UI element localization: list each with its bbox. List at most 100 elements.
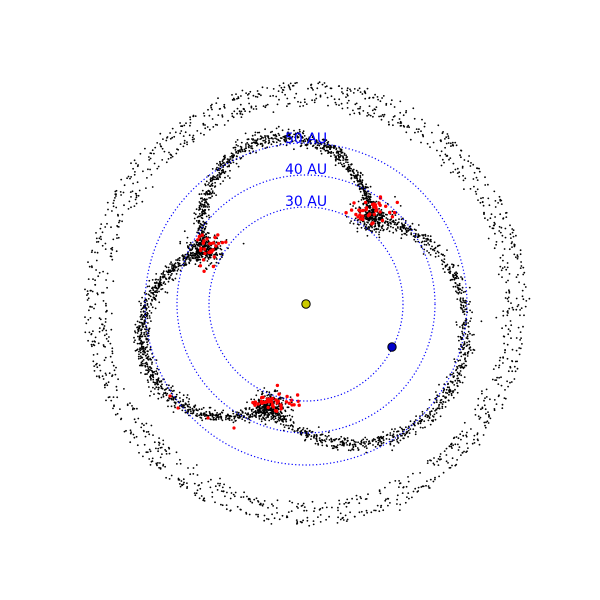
particle-dot: [316, 146, 319, 149]
particle-dot: [231, 159, 234, 162]
particle-dot: [491, 378, 494, 381]
particle-dot: [142, 310, 145, 312]
particle-dot: [299, 140, 301, 142]
particle-dot: [313, 510, 315, 513]
particle-dot: [174, 262, 177, 265]
particle-dot: [179, 397, 181, 399]
particle-dot: [310, 86, 313, 89]
particle-dot: [200, 482, 203, 484]
particle-dot: [247, 97, 250, 100]
particle-dot: [237, 145, 239, 147]
particle-dot: [461, 286, 464, 289]
particle-dot: [196, 253, 198, 256]
particle-dot: [335, 151, 338, 153]
resonant-particle-cloud: [168, 195, 399, 430]
particle-dot: [481, 407, 484, 410]
particle-dot: [219, 167, 222, 170]
particle-dot: [365, 186, 367, 189]
particle-dot: [100, 238, 102, 241]
particle-dot: [428, 487, 430, 489]
particle-dot: [162, 395, 165, 398]
particle-dot: [126, 177, 128, 180]
particle-dot: [390, 103, 392, 106]
particle-dot: [114, 413, 117, 416]
particle-dot: [469, 309, 471, 312]
particle-dot: [407, 228, 409, 230]
particle-dot: [90, 343, 93, 346]
particle-dot: [301, 504, 304, 507]
particle-dot: [384, 486, 386, 489]
particle-dot: [114, 190, 117, 193]
particle-dot: [343, 437, 346, 440]
particle-dot: [84, 288, 86, 291]
orbit-ring-50au: [144, 142, 468, 466]
particle-dot: [487, 422, 490, 424]
particle-dot: [378, 218, 381, 221]
particle-dot: [405, 131, 408, 134]
particle-dot: [389, 225, 392, 228]
particle-dot: [461, 451, 464, 454]
particle-dot: [349, 169, 352, 172]
particle-dot: [316, 440, 318, 443]
particle-dot: [101, 231, 104, 234]
particle-dot: [146, 365, 149, 368]
particle-dot: [406, 430, 409, 433]
particle-dot: [232, 116, 235, 119]
particle-dot: [452, 396, 455, 399]
particle-dot: [325, 518, 327, 521]
particle-dot: [381, 227, 383, 230]
particle-dot: [408, 497, 410, 500]
particle-dot: [205, 180, 208, 183]
particle-dot: [215, 102, 218, 104]
resonant-particle-dot: [206, 416, 210, 420]
particle-dot: [207, 183, 210, 186]
resonant-particle-dot: [213, 235, 217, 240]
particle-dot: [179, 240, 182, 243]
particle-dot: [257, 501, 260, 503]
particle-dot: [276, 499, 279, 502]
particle-dot: [111, 258, 114, 261]
particle-dot: [183, 481, 185, 484]
particle-dot: [172, 411, 175, 413]
particle-dot: [144, 335, 146, 338]
particle-dot: [240, 116, 243, 118]
particle-dot: [149, 348, 152, 351]
particle-dot: [205, 200, 207, 203]
particle-dot: [343, 165, 346, 167]
particle-dot: [499, 231, 502, 234]
particle-dot: [156, 291, 159, 294]
particle-dot: [238, 415, 241, 418]
particle-dot: [330, 445, 333, 447]
particle-dot: [459, 370, 462, 372]
particle-dot: [170, 386, 173, 389]
particle-dot: [195, 220, 198, 222]
particle-dot: [437, 458, 440, 460]
particle-dot: [157, 285, 160, 287]
particle-dot: [462, 304, 465, 307]
particle-dot: [463, 313, 466, 316]
particle-dot: [189, 408, 192, 411]
particle-dot: [296, 505, 298, 508]
particle-dot: [168, 478, 171, 480]
particle-dot: [346, 94, 349, 97]
particle-dot: [345, 161, 347, 164]
particle-dot: [506, 262, 509, 264]
particle-dot: [94, 341, 96, 343]
resonant-particle-dot: [363, 200, 368, 205]
particle-dot: [493, 247, 496, 250]
resonant-particle-dot: [220, 240, 225, 245]
resonant-particle-dot: [287, 401, 291, 405]
particle-dot: [407, 476, 409, 478]
particle-dot: [478, 443, 481, 446]
particle-dot: [240, 110, 243, 113]
particle-dot: [208, 254, 211, 257]
particle-dot: [507, 279, 509, 282]
particle-dot: [341, 165, 344, 168]
particle-dot: [207, 480, 210, 483]
particle-dot: [375, 227, 378, 230]
particle-dot: [94, 284, 97, 286]
particle-dot: [154, 290, 157, 293]
particle-dot: [91, 340, 94, 343]
particle-dot: [272, 140, 274, 143]
particle-dot: [433, 457, 435, 459]
